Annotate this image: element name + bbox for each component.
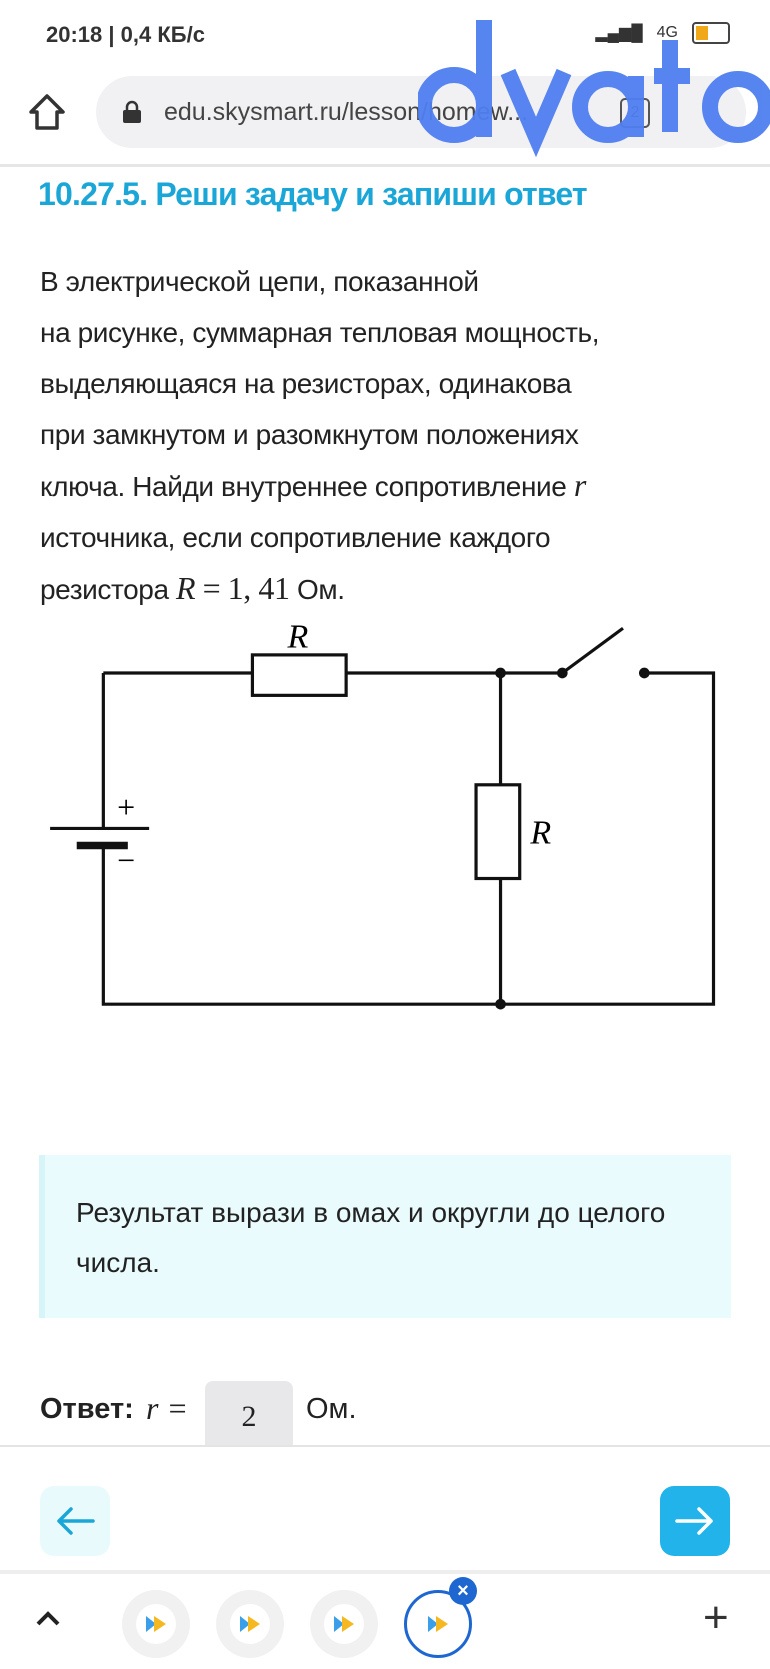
problem-line: ключа. Найди внутреннее сопротивление r xyxy=(40,460,740,512)
arrow-left-icon xyxy=(57,1507,95,1535)
switch-contact xyxy=(556,667,568,679)
resistor-right xyxy=(474,783,522,881)
problem-line: на рисунке, суммарная тепловая мощность, xyxy=(40,317,600,348)
app-play-icon xyxy=(240,1616,260,1632)
task-title: 10.27.5. Реши задачу и запиши ответ xyxy=(38,176,588,212)
var-R: R xyxy=(176,570,196,606)
divider xyxy=(0,164,770,167)
status-icons: ▂▄▆█ 4G xyxy=(595,22,730,44)
network-label: 4G xyxy=(656,24,678,41)
label-R-top: R xyxy=(287,618,309,655)
tab-thumbnail-active[interactable] xyxy=(404,1590,472,1658)
lock-icon xyxy=(123,100,141,123)
circuit-diagram: R R + − xyxy=(50,618,716,1010)
plus-sign: + xyxy=(117,790,135,825)
problem-line: при замкнутом и разомкнутом положениях xyxy=(40,419,579,450)
resistor-top xyxy=(250,653,348,697)
answer-unit: Ом. xyxy=(306,1393,357,1425)
junction-dot xyxy=(495,998,506,1010)
tab-thumbnail[interactable] xyxy=(310,1590,378,1658)
divider xyxy=(0,1570,770,1574)
junction-dot xyxy=(495,667,506,679)
wire-left xyxy=(101,671,716,1006)
problem-text: В электрической цепи, показанной на рису… xyxy=(40,256,740,615)
switch-blade xyxy=(561,626,624,675)
equals: = xyxy=(202,570,221,606)
signal-icon: ▂▄▆█ xyxy=(595,25,643,42)
var-r: r xyxy=(573,467,586,503)
answer-variable: r = xyxy=(146,1390,189,1426)
divider xyxy=(0,1445,770,1447)
home-icon[interactable] xyxy=(28,92,66,132)
app-play-icon xyxy=(146,1616,166,1632)
arrow-right-icon xyxy=(675,1507,713,1535)
new-tab-button[interactable]: + xyxy=(703,1593,729,1642)
problem-line: В электрической цепи, показанной xyxy=(40,266,479,297)
label-R-right: R xyxy=(529,814,551,851)
chevron-up-icon[interactable] xyxy=(34,1608,62,1628)
tab-thumbnail[interactable] xyxy=(122,1590,190,1658)
hint-box xyxy=(39,1155,731,1318)
problem-line: выделяющаяся на резисторах, одинакова xyxy=(40,368,572,399)
tab-thumbnail[interactable] xyxy=(216,1590,284,1658)
problem-line-text: резистора xyxy=(40,574,169,605)
status-time-speed: 20:18 | 0,4 КБ/с xyxy=(46,22,205,47)
prev-button[interactable] xyxy=(40,1486,110,1556)
R-value: 1, 41 xyxy=(227,570,290,606)
unit: Ом. xyxy=(297,574,345,605)
app-play-icon xyxy=(334,1616,354,1632)
switch-contact xyxy=(638,667,650,679)
app-play-icon xyxy=(428,1616,448,1632)
answer-label: Ответ: xyxy=(40,1393,134,1425)
problem-line-text: ключа. Найди внутреннее сопротивление xyxy=(40,471,567,502)
problem-line: источника, если сопротивление каждого xyxy=(40,522,551,553)
next-button[interactable] xyxy=(660,1486,730,1556)
minus-sign: − xyxy=(117,843,135,878)
hint-text: Результат вырази в омах и округли до цел… xyxy=(76,1197,666,1278)
answer-input[interactable] xyxy=(205,1381,293,1445)
problem-line: резистора R = 1, 41 Ом. xyxy=(40,563,740,615)
battery-icon xyxy=(692,22,730,44)
close-tab-button[interactable]: × xyxy=(449,1577,477,1605)
